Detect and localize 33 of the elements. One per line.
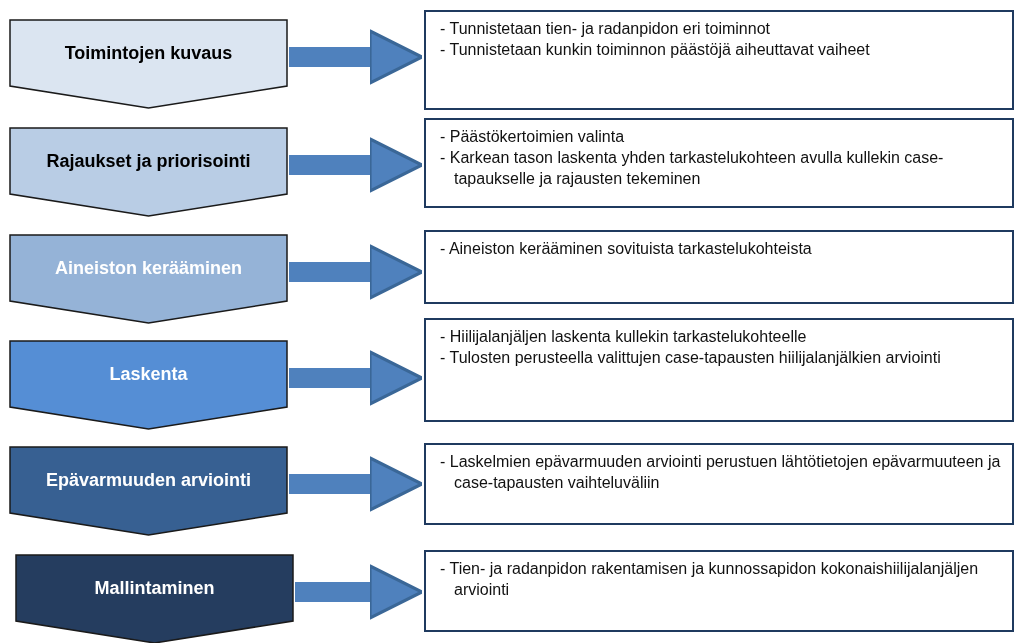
description-box <box>424 318 1014 422</box>
description-box <box>424 118 1014 208</box>
description-box <box>424 10 1014 110</box>
description-box <box>424 550 1014 632</box>
chevron-step <box>10 128 287 216</box>
block-arrow <box>295 564 424 620</box>
description-box <box>424 230 1014 304</box>
description-box <box>424 443 1014 525</box>
step-title: Aineiston kerääminen <box>53 257 244 279</box>
bullet-text: - Karkean tason laskenta yhden tarkastelukohteen avulla kullekin case-tapaukselle ja rajausten tekeminen <box>440 148 945 189</box>
block-arrow <box>289 244 424 300</box>
bullet-text: - Tulosten perusteella valittujen case-tapausten hiilijalanjälkien arviointi <box>440 348 942 368</box>
bullet-text: - Tunnistetaan kunkin toiminnon päästöjä aiheuttavat vaiheet <box>440 40 871 60</box>
bullet-text: - Tien- ja radanpidon rakentamisen ja kunnossapidon kokonaishiilijalanjäljen arviointi <box>440 559 980 600</box>
bullet-text: - Laskelmien epävarmuuden arviointi perustuen lähtötietojen epävarmuuteen ja case-tapausten vaihteluväliin <box>440 452 1002 493</box>
step-title: Laskenta <box>108 363 189 385</box>
step-title: Epävarmuuden arviointi <box>44 469 253 491</box>
bullet-text: - Tunnistetaan tien- ja radanpidon eri toiminnot <box>440 19 771 39</box>
block-arrow <box>289 456 424 512</box>
bullet-text: - Päästökertoimien valinta <box>440 127 626 147</box>
step-title: Rajaukset ja priorisointi <box>45 150 252 172</box>
chevron-step <box>10 447 287 535</box>
block-arrow <box>289 29 424 85</box>
step-title: Toimintojen kuvaus <box>63 42 234 64</box>
chevron-step <box>10 341 287 429</box>
bullet-text: - Hiilijalanjäljen laskenta kullekin tarkastelukohteelle <box>440 327 808 347</box>
bullet-text: - Aineiston kerääminen sovituista tarkastelukohteista <box>440 239 813 259</box>
chevron-step <box>16 555 293 643</box>
block-arrow <box>289 137 424 193</box>
chevron-step <box>10 235 287 323</box>
chevron-step <box>10 20 287 108</box>
step-title: Mallintaminen <box>93 577 216 599</box>
block-arrow <box>289 350 424 406</box>
